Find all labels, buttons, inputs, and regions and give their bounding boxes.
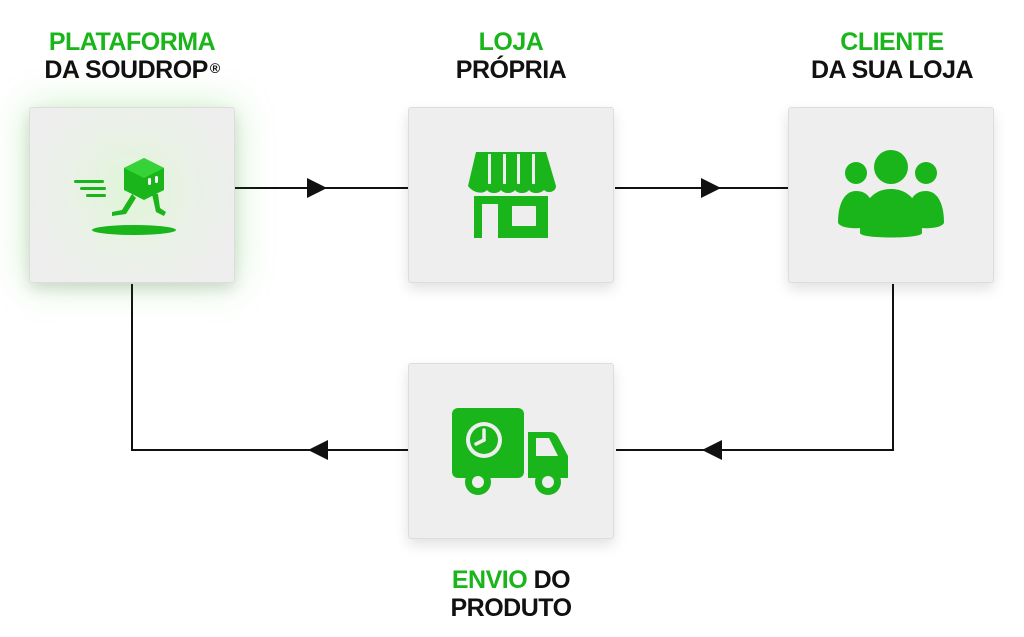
cliente-line2: DA SUA LOJA	[810, 56, 974, 84]
delivery-truck-clock-icon	[452, 408, 568, 495]
running-box-mascot-icon	[74, 158, 176, 235]
cliente-line1: CLIENTE	[840, 28, 944, 56]
envio-card	[408, 363, 614, 539]
arrow-right-2	[701, 178, 721, 198]
loja-label: LOJA PRÓPRIA	[408, 28, 614, 84]
connector-cliente-envio	[616, 284, 894, 451]
envio-line1b: DO	[533, 566, 571, 594]
envio-label: ENVIO DO PRODUTO	[408, 566, 614, 622]
envio-line1a: ENVIO	[451, 566, 528, 594]
connector-envio-plataforma	[131, 284, 408, 451]
arrow-right-1	[307, 178, 327, 198]
cliente-card	[788, 107, 994, 283]
loja-line2: PRÓPRIA	[455, 56, 567, 84]
loja-line1: LOJA	[478, 28, 544, 56]
plataforma-label: PLATAFORMA DA SOUDROP®	[24, 28, 240, 84]
customers-group-icon	[838, 150, 944, 238]
arrow-left-1	[702, 440, 722, 460]
arrow-left-2	[308, 440, 328, 460]
envio-line2: PRODUTO	[450, 594, 572, 622]
registered-mark: ®	[209, 60, 220, 76]
plataforma-card	[29, 107, 235, 283]
storefront-icon	[468, 152, 556, 238]
loja-card	[408, 107, 614, 283]
cliente-label: CLIENTE DA SUA LOJA	[780, 28, 1004, 84]
plataforma-line2: DA SOUDROP	[44, 56, 208, 84]
plataforma-line1: PLATAFORMA	[48, 28, 216, 56]
